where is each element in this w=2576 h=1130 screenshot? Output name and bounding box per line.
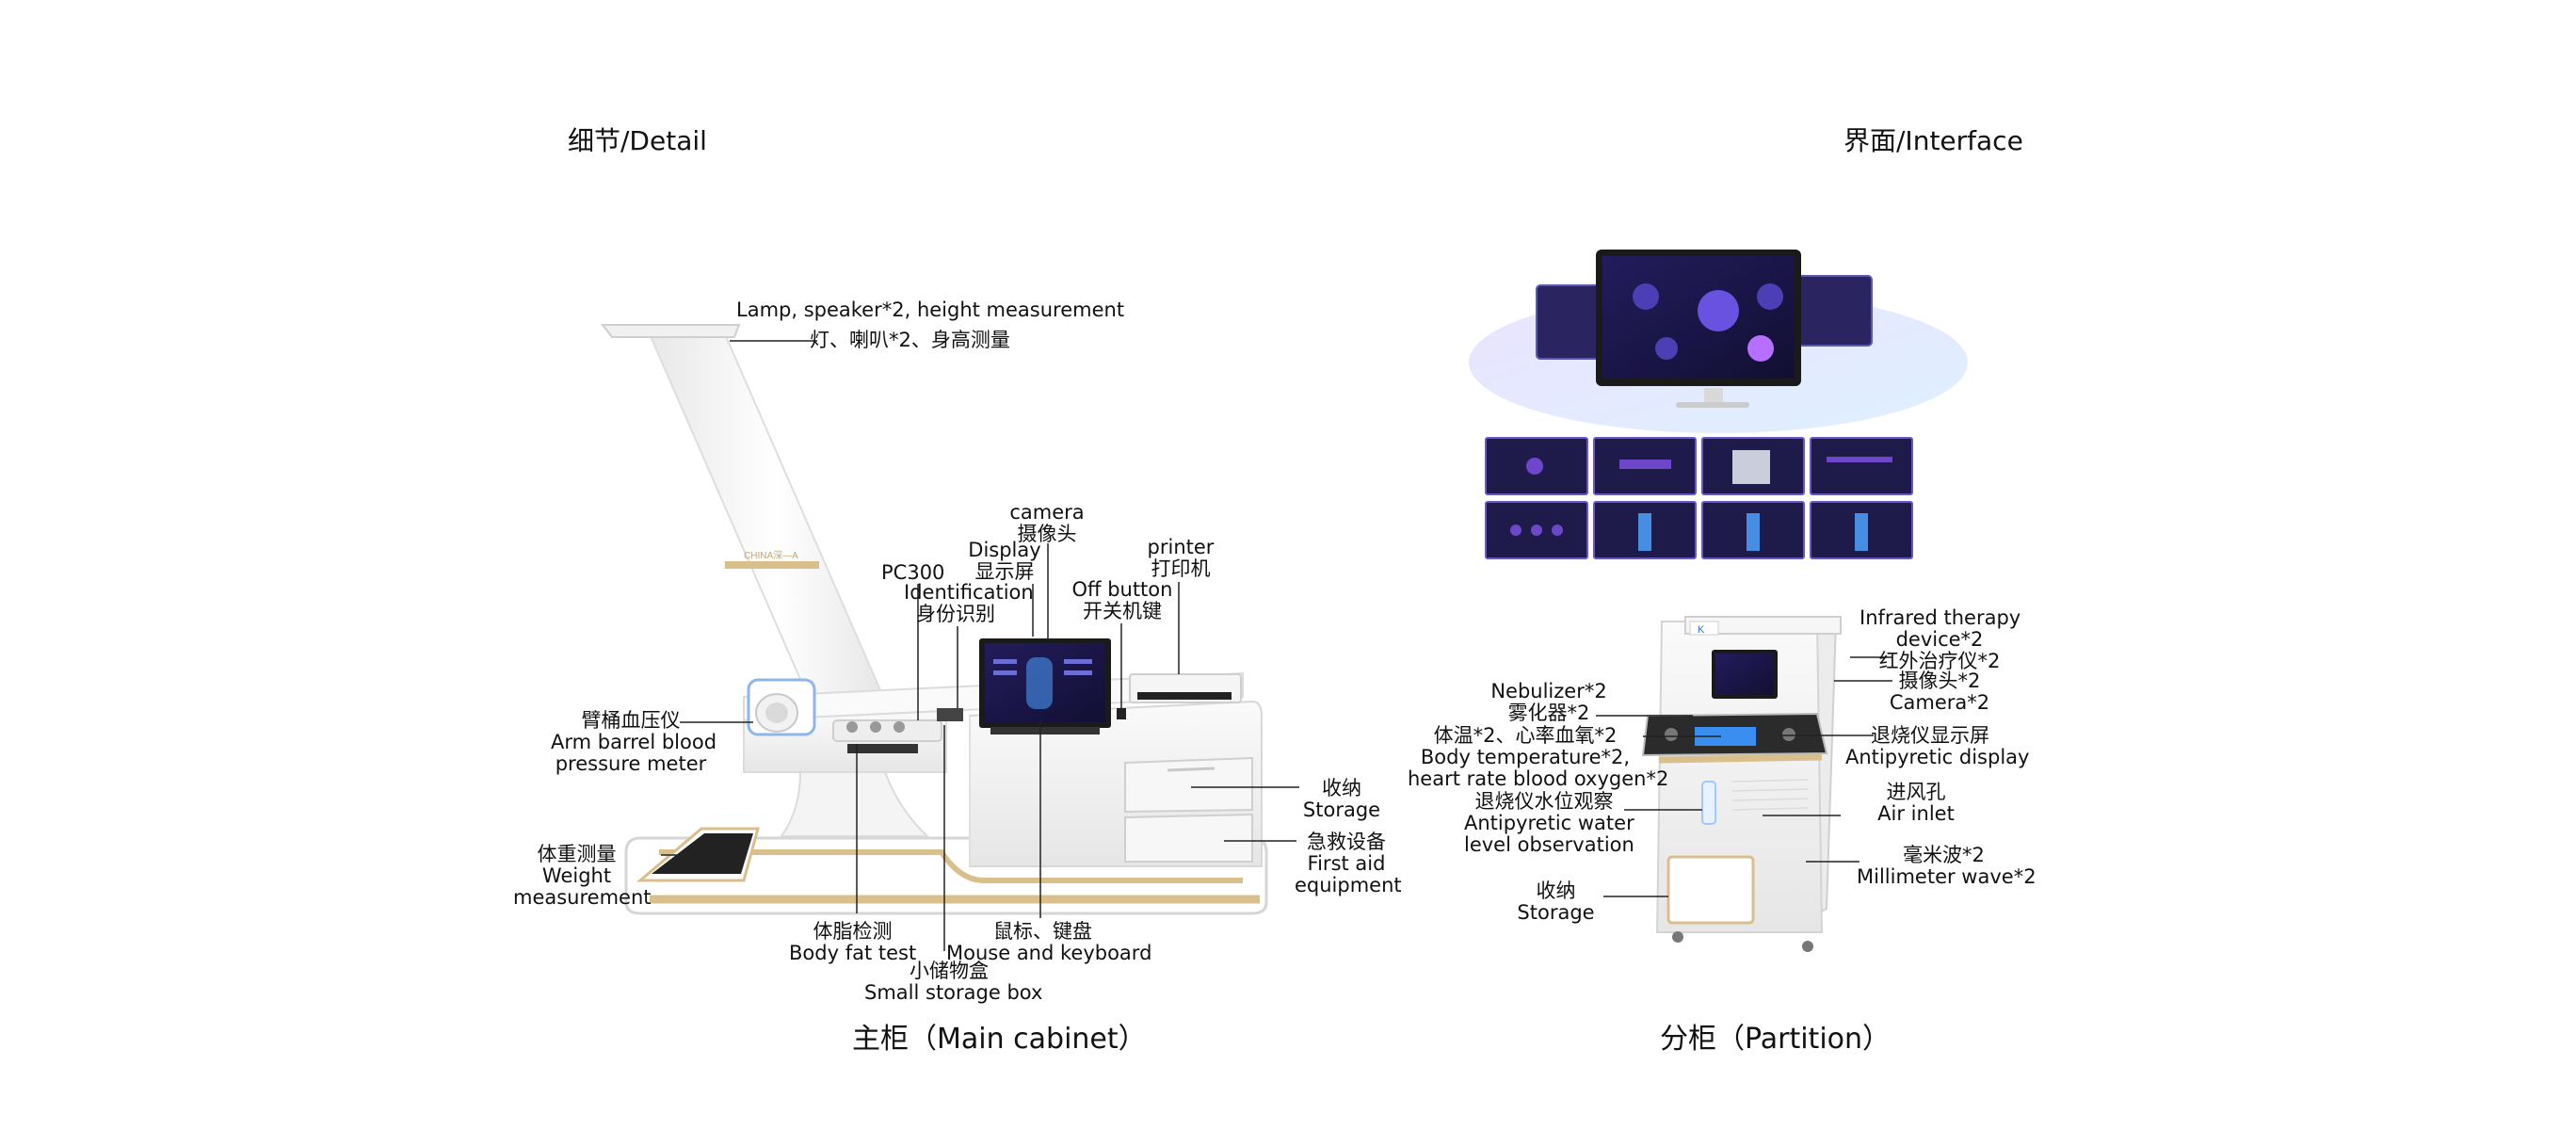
label-temp-en1: Body temperature*2, (1420, 746, 1631, 768)
label-water-level: 退烧仪水位观察 Antipyretic water level observat… (1464, 790, 1634, 856)
detail-title: 细节/Detail (568, 125, 707, 156)
label-antipyretic-display: 退烧仪显示屏 Antipyretic display (1845, 724, 2030, 768)
label-cam-cn: 摄像头*2 (1898, 670, 1981, 692)
label-first-aid: 急救设备 First aid equipment (1295, 831, 1402, 896)
label-camera: camera 摄像头 (1000, 502, 1094, 545)
label-temp-en2: heart rate blood oxygen*2 (1408, 767, 1669, 790)
label-temp-cn: 体温*2、心率血氧*2 (1433, 724, 1618, 747)
label-aid-cn: 急救设备 (1307, 831, 1386, 853)
label-body-fat: 体脂检测 Body fat test (789, 921, 916, 964)
label-aid-en2: equipment (1295, 874, 1402, 896)
label-identification: Identification 身份识别 (904, 581, 1034, 625)
label-ident-cn: 身份识别 (916, 603, 995, 625)
label-water-cn: 退烧仪水位观察 (1474, 790, 1614, 813)
label-printer-cn: 打印机 (1151, 557, 1211, 580)
label-storage-part-en: Storage (1517, 901, 1595, 924)
label-ir-cn: 红外治疗仪*2 (1878, 650, 2001, 672)
label-storage-part-cn: 收纳 (1536, 880, 1576, 902)
label-bp-en1: Arm barrel blood (551, 731, 717, 753)
label-storage-partition: 收纳 Storage (1511, 880, 1601, 924)
label-bp-en2: pressure meter (555, 752, 707, 775)
label-fat-cn: 体脂检测 (813, 920, 893, 943)
label-display-en: Display (968, 539, 1041, 561)
label-off-en: Off button (1071, 578, 1173, 601)
label-lamp-en: Lamp, speaker*2, height measurement (736, 299, 1125, 321)
label-blood-pressure: 臂桶血压仪 Arm barrel blood pressure meter (551, 709, 717, 775)
label-small-storage-box: 小储物盒 Small storage box (864, 960, 1043, 1004)
label-anti-cn: 退烧仪显示屏 (1871, 724, 1989, 747)
label-ir-en2: device*2 (1895, 628, 1984, 651)
label-box-cn: 小储物盒 (910, 960, 989, 982)
label-off-button: Off button 开关机键 (1066, 579, 1179, 622)
partition-cabinet: K (1641, 616, 1842, 952)
label-temperature: 体温*2、心率血氧*2 Body temperature*2, heart ra… (1408, 724, 1669, 790)
partition-leader-lines (1596, 656, 1892, 897)
label-air-inlet: 进风孔 Air inlet (1864, 782, 1968, 825)
label-weight: 体重测量 Weight measurement (513, 843, 652, 909)
label-neb-en: Nebulizer*2 (1490, 680, 1607, 702)
caption-main-cabinet: 主柜（Main cabinet） (852, 1023, 1147, 1056)
label-nebulizer: Nebulizer*2 雾化器*2 (1488, 681, 1610, 724)
label-pc300: PC300 (881, 561, 945, 584)
interface-title: 界面/Interface (1843, 125, 2023, 156)
label-weight-en1: Weight (541, 864, 612, 887)
label-printer-en: printer (1147, 536, 1215, 558)
label-printer: printer 打印机 (1141, 537, 1220, 580)
label-mm-cn: 毫米波*2 (1903, 844, 1985, 866)
interface-screens (1469, 250, 1968, 559)
label-mm-en: Millimeter wave*2 (1857, 865, 2037, 888)
label-fat-en: Body fat test (789, 942, 917, 964)
label-cam-en: Camera*2 (1889, 691, 1990, 714)
label-storage-main: 收纳 Storage (1299, 778, 1384, 821)
label-bp-cn: 臂桶血压仪 (581, 709, 681, 732)
main-leader-lines (661, 340, 1299, 951)
caption-partition: 分柜（Partition） (1660, 1023, 1892, 1056)
label-camera-partition: 摄像头*2 Camera*2 (1883, 670, 1996, 714)
label-weight-en2: measurement (513, 886, 652, 909)
label-storage-main-en: Storage (1302, 799, 1381, 821)
label-neb-cn: 雾化器*2 (1507, 702, 1590, 724)
label-ir-en1: Infrared therapy (1860, 606, 2021, 629)
label-aid-en1: First aid (1307, 852, 1386, 875)
partition-logo: K (1698, 624, 1705, 636)
label-infrared: Infrared therapy device*2 红外治疗仪*2 (1860, 606, 2021, 672)
label-weight-cn: 体重测量 (537, 843, 617, 865)
label-mouse-en: Mouse and keyboard (946, 942, 1152, 964)
label-water-en2: level observation (1464, 833, 1634, 856)
label-anti-en: Antipyretic display (1845, 746, 2030, 768)
label-storage-main-cn: 收纳 (1322, 777, 1361, 799)
label-mouse-cn: 鼠标、键盘 (993, 920, 1092, 943)
label-air-en: Air inlet (1877, 802, 1955, 825)
main-cabinet: CHINA深—A (600, 324, 1268, 915)
label-camera-cn: 摄像头 (1017, 523, 1077, 545)
label-lamp-cn: 灯、喇叭*2、身高测量 (810, 329, 1010, 351)
label-display-cn: 显示屏 (974, 560, 1035, 583)
label-air-cn: 进风孔 (1886, 781, 1946, 803)
label-millimeter-wave: 毫米波*2 Millimeter wave*2 (1857, 844, 2037, 888)
label-camera-en: camera (1009, 501, 1085, 524)
label-display: Display 显示屏 (962, 540, 1047, 583)
label-ident-en: Identification (904, 581, 1034, 604)
label-mouse-keyboard: 鼠标、键盘 Mouse and keyboard (946, 920, 1152, 964)
cabinet-logo: CHINA深—A (744, 550, 798, 561)
label-box-en: Small storage box (864, 981, 1043, 1004)
label-water-en1: Antipyretic water (1464, 812, 1634, 834)
label-off-cn: 开关机键 (1083, 600, 1162, 622)
